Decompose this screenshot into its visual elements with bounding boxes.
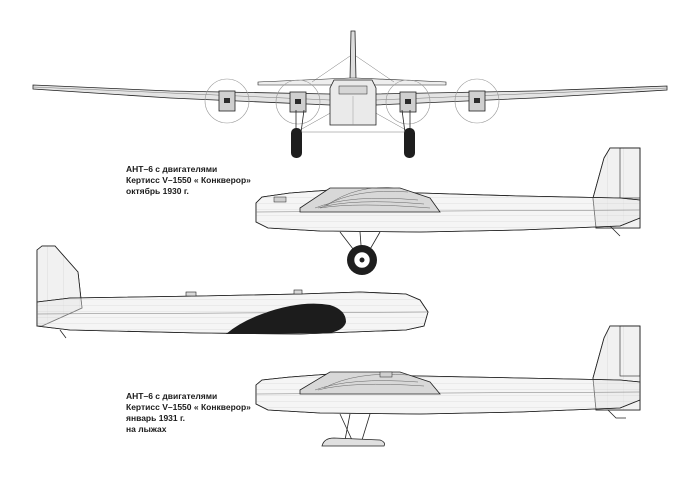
caption-line: октябрь 1930 г. xyxy=(126,186,189,196)
caption-line: Кертисс V–1550 « Конкверор» xyxy=(126,402,251,412)
side-view-skis xyxy=(255,325,641,447)
side-view-dark-panel xyxy=(36,245,429,339)
caption-line: Кертисс V–1550 « Конкверор» xyxy=(126,175,251,185)
caption-october-1930: АНТ–6 с двигателями Кертисс V–1550 « Кон… xyxy=(126,164,251,197)
caption-line: АНТ–6 с двигателями xyxy=(126,164,218,174)
caption-january-1931-skis: АНТ–6 с двигателями Кертисс V–1550 « Кон… xyxy=(126,391,251,435)
caption-line: АНТ–6 с двигателями xyxy=(126,391,218,401)
side-view-wheels xyxy=(255,147,641,275)
front-view xyxy=(32,30,668,158)
caption-line: январь 1931 г. xyxy=(126,413,186,423)
caption-line: на лыжах xyxy=(126,424,167,434)
